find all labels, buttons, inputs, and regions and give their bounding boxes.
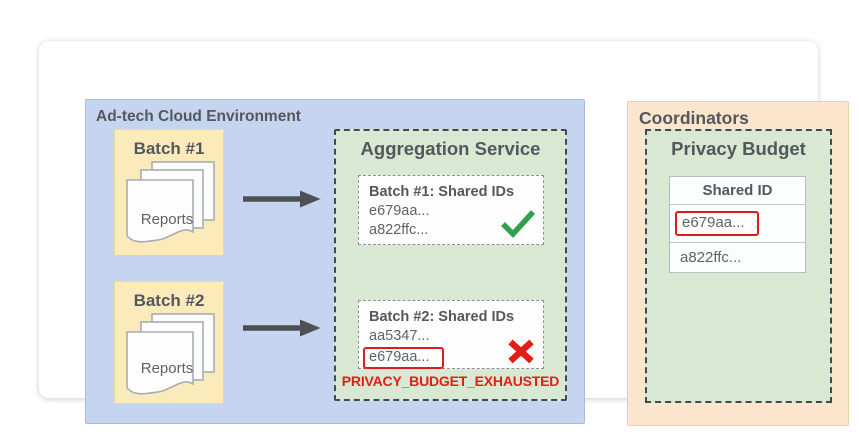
batch-1-result-card: Batch #1: Shared IDs e679aa... a822ffc..… [358,175,544,245]
check-icon [501,210,536,238]
shared-id-table-row: a822ffc... [670,242,805,272]
shared-id-table-header: Shared ID [702,182,773,199]
red-highlight-frame: e679aa... [675,211,759,236]
privacy-budget-exhausted-label: PRIVACY_BUDGET_EXHAUSTED [341,373,560,389]
batch-2-reports-label: Reports [140,360,194,377]
batch-1-result-title: Batch #1: Shared IDs [369,184,515,200]
shared-id-value: a822ffc... [369,222,429,238]
shared-id-value: e679aa... [369,203,430,219]
document-stack-icon [126,161,215,243]
diagram-card: Ad-tech Cloud Environment Batch #1 Repor… [39,41,849,426]
batch-1-reports-label: Reports [140,211,194,228]
document-stack-icon [126,313,215,395]
arrow-right-icon [243,319,321,337]
coordinators-title: Coordinators [639,108,749,128]
privacy-budget-title: Privacy Budget [671,138,806,159]
shared-id-table: Shared ID e679aa... a822ffc... [669,176,806,273]
shared-id-value: e679aa... [369,349,430,365]
batch-2-label: Batch #2 [133,291,205,310]
red-highlight-frame: e679aa... [363,347,445,369]
batch-2-box: Batch #2 Reports [114,281,224,404]
shared-id-table-row: e679aa... [670,204,805,242]
x-icon [508,339,534,364]
adtech-environment-title: Ad-tech Cloud Environment [96,108,301,125]
batch-2-result-card: Batch #2: Shared IDs aa5347... e679aa... [358,300,544,369]
arrow-right-icon [243,190,321,208]
shared-id-value: aa5347... [369,328,430,344]
batch-1-label: Batch #1 [133,139,205,158]
aggregation-service-title: Aggregation Service [360,138,541,159]
batch-2-result-title: Batch #2: Shared IDs [369,309,515,325]
shared-id-value: a822ffc... [680,249,742,266]
shared-id-value: e679aa... [682,214,745,231]
batch-1-box: Batch #1 Reports [114,129,224,256]
